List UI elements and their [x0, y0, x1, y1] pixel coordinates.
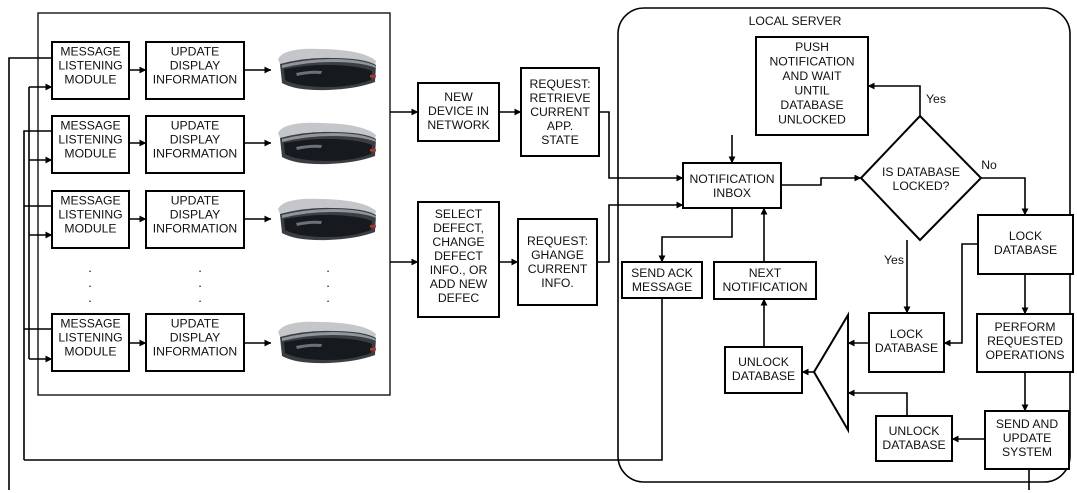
headset-icon: [278, 322, 376, 363]
svg-text:.: .: [198, 275, 202, 290]
merge-junction: [814, 315, 848, 430]
svg-text:.: .: [88, 260, 92, 275]
svg-text:.: .: [198, 260, 202, 275]
more-clients-ellipsis: . . . . . . . . .: [88, 260, 330, 305]
headset-icon: [278, 49, 376, 90]
headset-icon: [278, 199, 376, 240]
no-edge-label: No: [981, 158, 997, 172]
local-server-title: LOCAL SERVER: [749, 14, 842, 28]
svg-text:.: .: [88, 275, 92, 290]
svg-text:.: .: [326, 290, 330, 305]
svg-text:.: .: [198, 290, 202, 305]
yes-edge-label: Yes: [884, 253, 904, 267]
svg-text:.: .: [326, 260, 330, 275]
device-bus: [29, 87, 52, 359]
svg-text:.: .: [88, 290, 92, 305]
svg-text:.: .: [326, 275, 330, 290]
yes-edge-label: Yes: [926, 92, 946, 106]
headset-icon: [278, 123, 376, 164]
